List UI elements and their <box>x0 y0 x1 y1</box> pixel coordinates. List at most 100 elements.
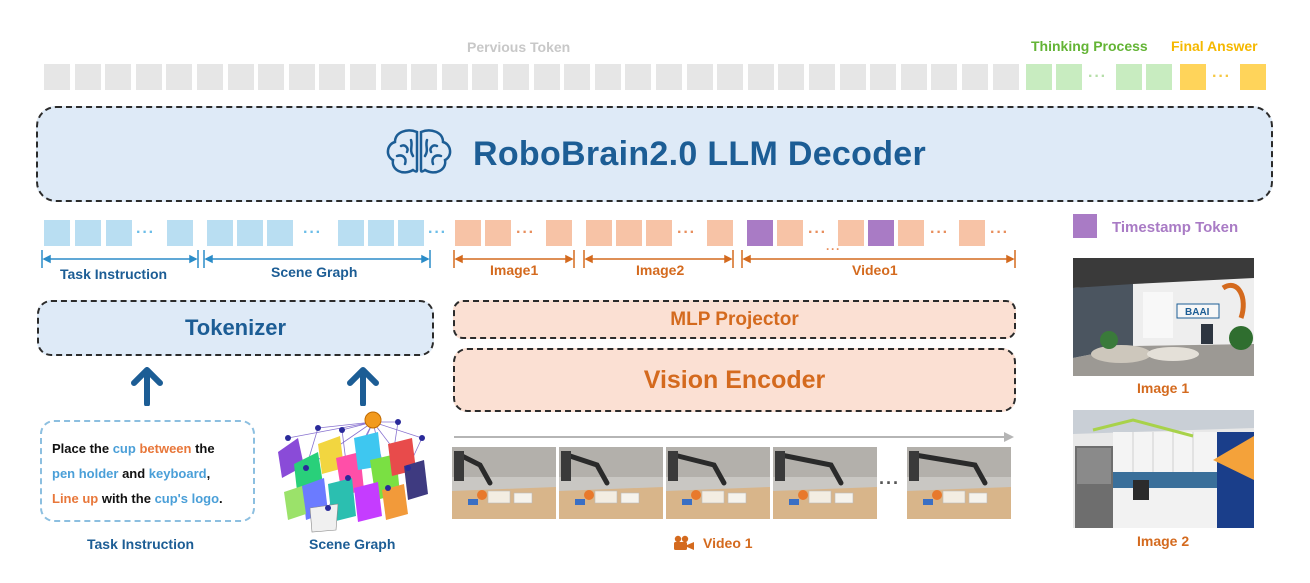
video-token <box>898 220 924 246</box>
previous-token <box>778 64 805 90</box>
scene-token <box>267 220 293 246</box>
image-1-caption: Image 1 <box>1137 380 1190 396</box>
task-line-2: pen holder and keyboard, <box>52 466 211 481</box>
video-frame <box>452 447 556 519</box>
previous-token <box>472 64 499 90</box>
decoder-title: RoboBrain2.0 LLM Decoder <box>472 134 927 173</box>
timestamp-legend-swatch <box>1073 214 1097 238</box>
video1-group-label: Video1 <box>852 262 898 278</box>
video-caption: Video 1 <box>673 535 753 551</box>
image2-token <box>586 220 612 246</box>
video-token <box>838 220 864 246</box>
previous-token <box>870 64 897 90</box>
image1-ellipsis: ··· <box>516 224 535 241</box>
scene-graph-group-label: Scene Graph <box>271 264 358 280</box>
video-token <box>959 220 985 246</box>
previous-token <box>288 64 315 90</box>
image1-token <box>455 220 481 246</box>
thinking-token <box>1146 64 1172 90</box>
up-arrow-icon <box>131 367 163 406</box>
previous-token <box>717 64 744 90</box>
answer-token <box>1240 64 1266 90</box>
vision-encoder-box: Vision Encoder <box>453 348 1016 412</box>
previous-token <box>105 64 132 90</box>
image2-token <box>616 220 642 246</box>
image-1-photo: BAAI <box>1073 258 1254 376</box>
previous-token <box>564 64 591 90</box>
thinking-token <box>1116 64 1142 90</box>
image1-token <box>485 220 511 246</box>
task-token <box>106 220 132 246</box>
previous-token <box>350 64 376 90</box>
image2-token <box>646 220 672 246</box>
image1-group-label: Image1 <box>490 262 539 278</box>
previous-token <box>227 64 254 90</box>
llm-decoder-box: RoboBrain2.0 LLM Decoder <box>36 106 1273 202</box>
video-frame <box>559 447 663 519</box>
timestamp-token <box>747 220 773 246</box>
video-frame <box>773 447 877 519</box>
timestamp-token <box>868 220 894 246</box>
previous-token <box>962 64 988 90</box>
task-ellipsis: ··· <box>136 224 155 241</box>
video-token <box>777 220 803 246</box>
previous-token <box>166 64 193 90</box>
scene-token <box>207 220 233 246</box>
previous-token <box>135 64 162 90</box>
video-ellipsis-end: ··· <box>990 224 1009 241</box>
scene-ellipsis-end: ··· <box>428 224 447 241</box>
previous-token <box>809 64 835 90</box>
answer-ellipsis: ··· <box>1212 68 1231 85</box>
task-instruction-caption: Task Instruction <box>87 536 195 552</box>
image2-token <box>707 220 733 246</box>
task-instruction-box: Place the cup between the pen holder and… <box>40 420 255 522</box>
video-frame <box>666 447 770 519</box>
image-2-caption: Image 2 <box>1137 533 1190 549</box>
thinking-token <box>1056 64 1082 90</box>
image2-ellipsis: ··· <box>677 224 696 241</box>
video-ellipsis-below: ··· <box>826 242 841 256</box>
previous-token <box>503 64 529 90</box>
scene-graph-illustration <box>278 411 428 533</box>
thinking-process-label: Thinking Process <box>1031 38 1148 54</box>
previous-token <box>625 64 652 90</box>
previous-token <box>686 64 713 90</box>
group-brackets <box>41 250 1016 268</box>
scene-token <box>368 220 394 246</box>
scene-graph-caption: Scene Graph <box>309 536 396 552</box>
thinking-ellipsis: ··· <box>1088 68 1107 85</box>
previous-token <box>258 64 285 90</box>
task-line-1: Place the cup between the <box>52 441 215 456</box>
scene-token <box>338 220 364 246</box>
previous-token <box>319 64 346 90</box>
timestamp-legend-label: Timestamp Token <box>1112 219 1239 236</box>
previous-token <box>900 64 927 90</box>
task-line-3: Line up with the cup's logo. <box>52 491 223 506</box>
video-frame <box>907 447 1011 519</box>
task-token <box>75 220 101 246</box>
image1-token <box>546 220 572 246</box>
previous-token <box>380 64 407 90</box>
previous-token <box>931 64 958 90</box>
previous-token-label: Pervious Token <box>467 39 571 55</box>
previous-token <box>74 64 101 90</box>
brain-icon <box>383 126 455 183</box>
task-token <box>44 220 70 246</box>
task-token <box>167 220 193 246</box>
previous-token <box>197 64 223 90</box>
image2-group-label: Image2 <box>636 262 685 278</box>
vision-encoder-label: Vision Encoder <box>643 365 826 394</box>
answer-token <box>1180 64 1206 90</box>
image-2-photo <box>1073 410 1254 528</box>
up-arrow-icon <box>347 367 379 406</box>
mlp-projector-label: MLP Projector <box>670 308 799 330</box>
svg-text:BAAI: BAAI <box>1185 307 1210 318</box>
mlp-projector-box: MLP Projector <box>453 300 1016 339</box>
tokenizer-label: Tokenizer <box>184 315 287 340</box>
thinking-token <box>1026 64 1052 90</box>
tokenizer-box: Tokenizer <box>37 300 434 356</box>
scene-token <box>398 220 424 246</box>
final-answer-label: Final Answer <box>1171 38 1258 54</box>
previous-token <box>747 64 774 90</box>
scene-token <box>237 220 263 246</box>
